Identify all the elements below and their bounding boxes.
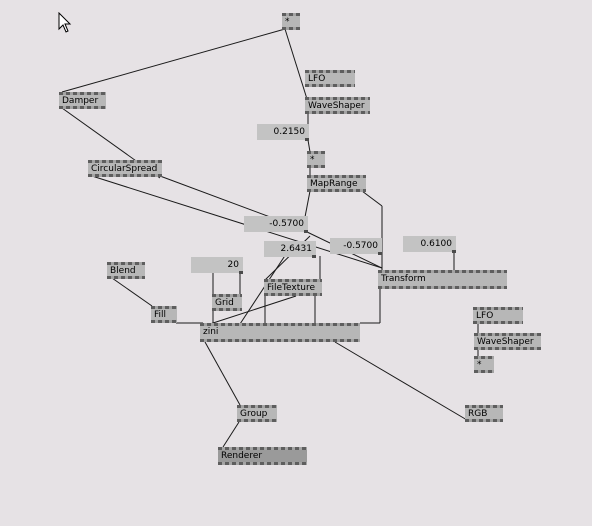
node-transform[interactable]: Transform [378,270,507,289]
io-value: -0.5700 [343,241,378,251]
node-label: Blend [110,266,136,276]
node-damper[interactable]: Damper [59,92,106,109]
link [204,341,241,406]
link [61,28,286,93]
node-label: * [477,360,482,370]
io-box-value-d[interactable]: -0.5700 [330,238,382,255]
node-label: CircularSpread [91,164,158,174]
link [304,190,311,218]
node-blend[interactable]: Blend [107,262,145,279]
node-label: Group [240,409,268,419]
node-waveshaper-2[interactable]: WaveShaper [474,333,541,350]
io-box-value-b[interactable]: -0.5700 [244,216,308,233]
node-multiply-mid[interactable]: * [307,151,325,168]
node-multiply-top[interactable]: * [282,13,300,30]
node-label: RGB [468,409,488,419]
io-value: -0.5700 [269,219,304,229]
node-group[interactable]: Group [237,405,277,422]
node-label: Damper [62,96,99,106]
node-renderer[interactable]: Renderer [218,447,307,465]
node-multiply-right[interactable]: * [474,356,494,373]
node-label: LFO [308,74,326,84]
node-label: Transform [381,274,426,284]
node-grid[interactable]: Grid [212,294,242,311]
node-zini[interactable]: zini [200,323,360,342]
link [361,190,383,207]
link [334,341,468,421]
node-label: WaveShaper [477,337,534,347]
node-circularspread[interactable]: CircularSpread [88,160,162,177]
io-value: 0.2150 [273,127,306,137]
io-box-value-a[interactable]: 0.2150 [257,124,309,141]
link [222,421,240,448]
node-label: * [310,155,315,165]
io-value: 20 [227,260,239,270]
node-label: MapRange [310,179,358,189]
link [111,277,153,307]
io-value: 0.6100 [420,239,453,249]
node-maprange[interactable]: MapRange [307,175,366,192]
io-value: 2.6431 [280,244,313,254]
arrow-cursor-icon [58,12,72,33]
node-label: FileTexture [267,283,316,293]
node-label: Grid [215,298,234,308]
node-label: Fill [154,310,167,320]
node-fill[interactable]: Fill [151,306,177,323]
node-label: zini [203,327,219,337]
node-lfo-1[interactable]: LFO [305,70,355,87]
node-label: LFO [476,311,494,321]
node-label: WaveShaper [308,101,365,111]
node-filetexture[interactable]: FileTexture [264,279,322,296]
node-lfo-2[interactable]: LFO [473,307,523,324]
node-waveshaper-1[interactable]: WaveShaper [305,97,370,114]
io-box-value-c[interactable]: 2.6431 [264,241,316,258]
node-label: Renderer [221,451,263,461]
link [284,28,308,100]
node-rgb[interactable]: RGB [465,405,503,422]
io-box-value-f[interactable]: 20 [191,257,243,274]
io-box-value-e[interactable]: 0.6100 [403,236,456,253]
node-label: * [285,17,290,27]
